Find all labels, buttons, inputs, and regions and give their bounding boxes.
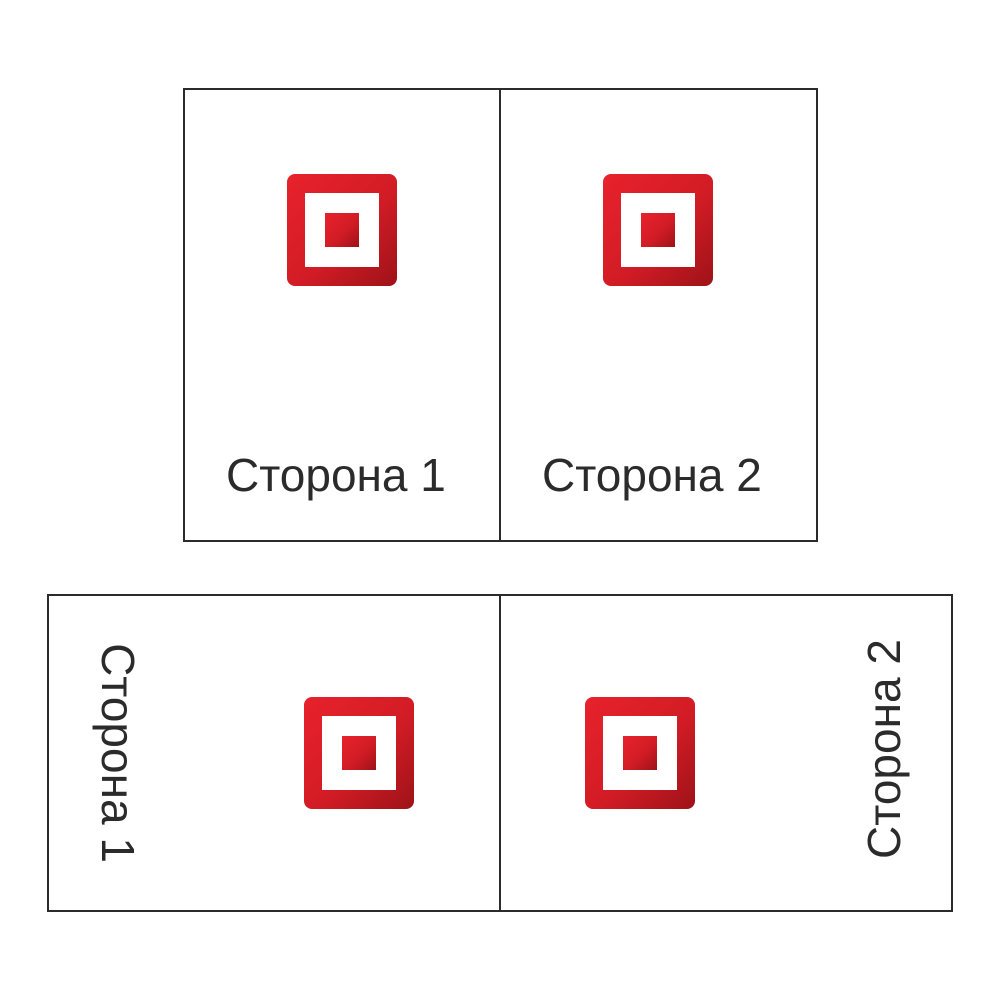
side-1-label: Сторона 1 [226,449,446,501]
bottom-layout-divider [499,594,501,912]
side-2-label-rotated: Сторона 2 [858,639,910,859]
side-1-label-rotated: Сторона 1 [92,643,144,863]
target-square-icon [585,697,695,809]
target-square-icon [603,174,713,286]
target-square-icon [287,174,397,286]
top-layout-divider [499,88,501,542]
target-square-icon [304,697,414,809]
side-2-label: Сторона 2 [542,449,762,501]
